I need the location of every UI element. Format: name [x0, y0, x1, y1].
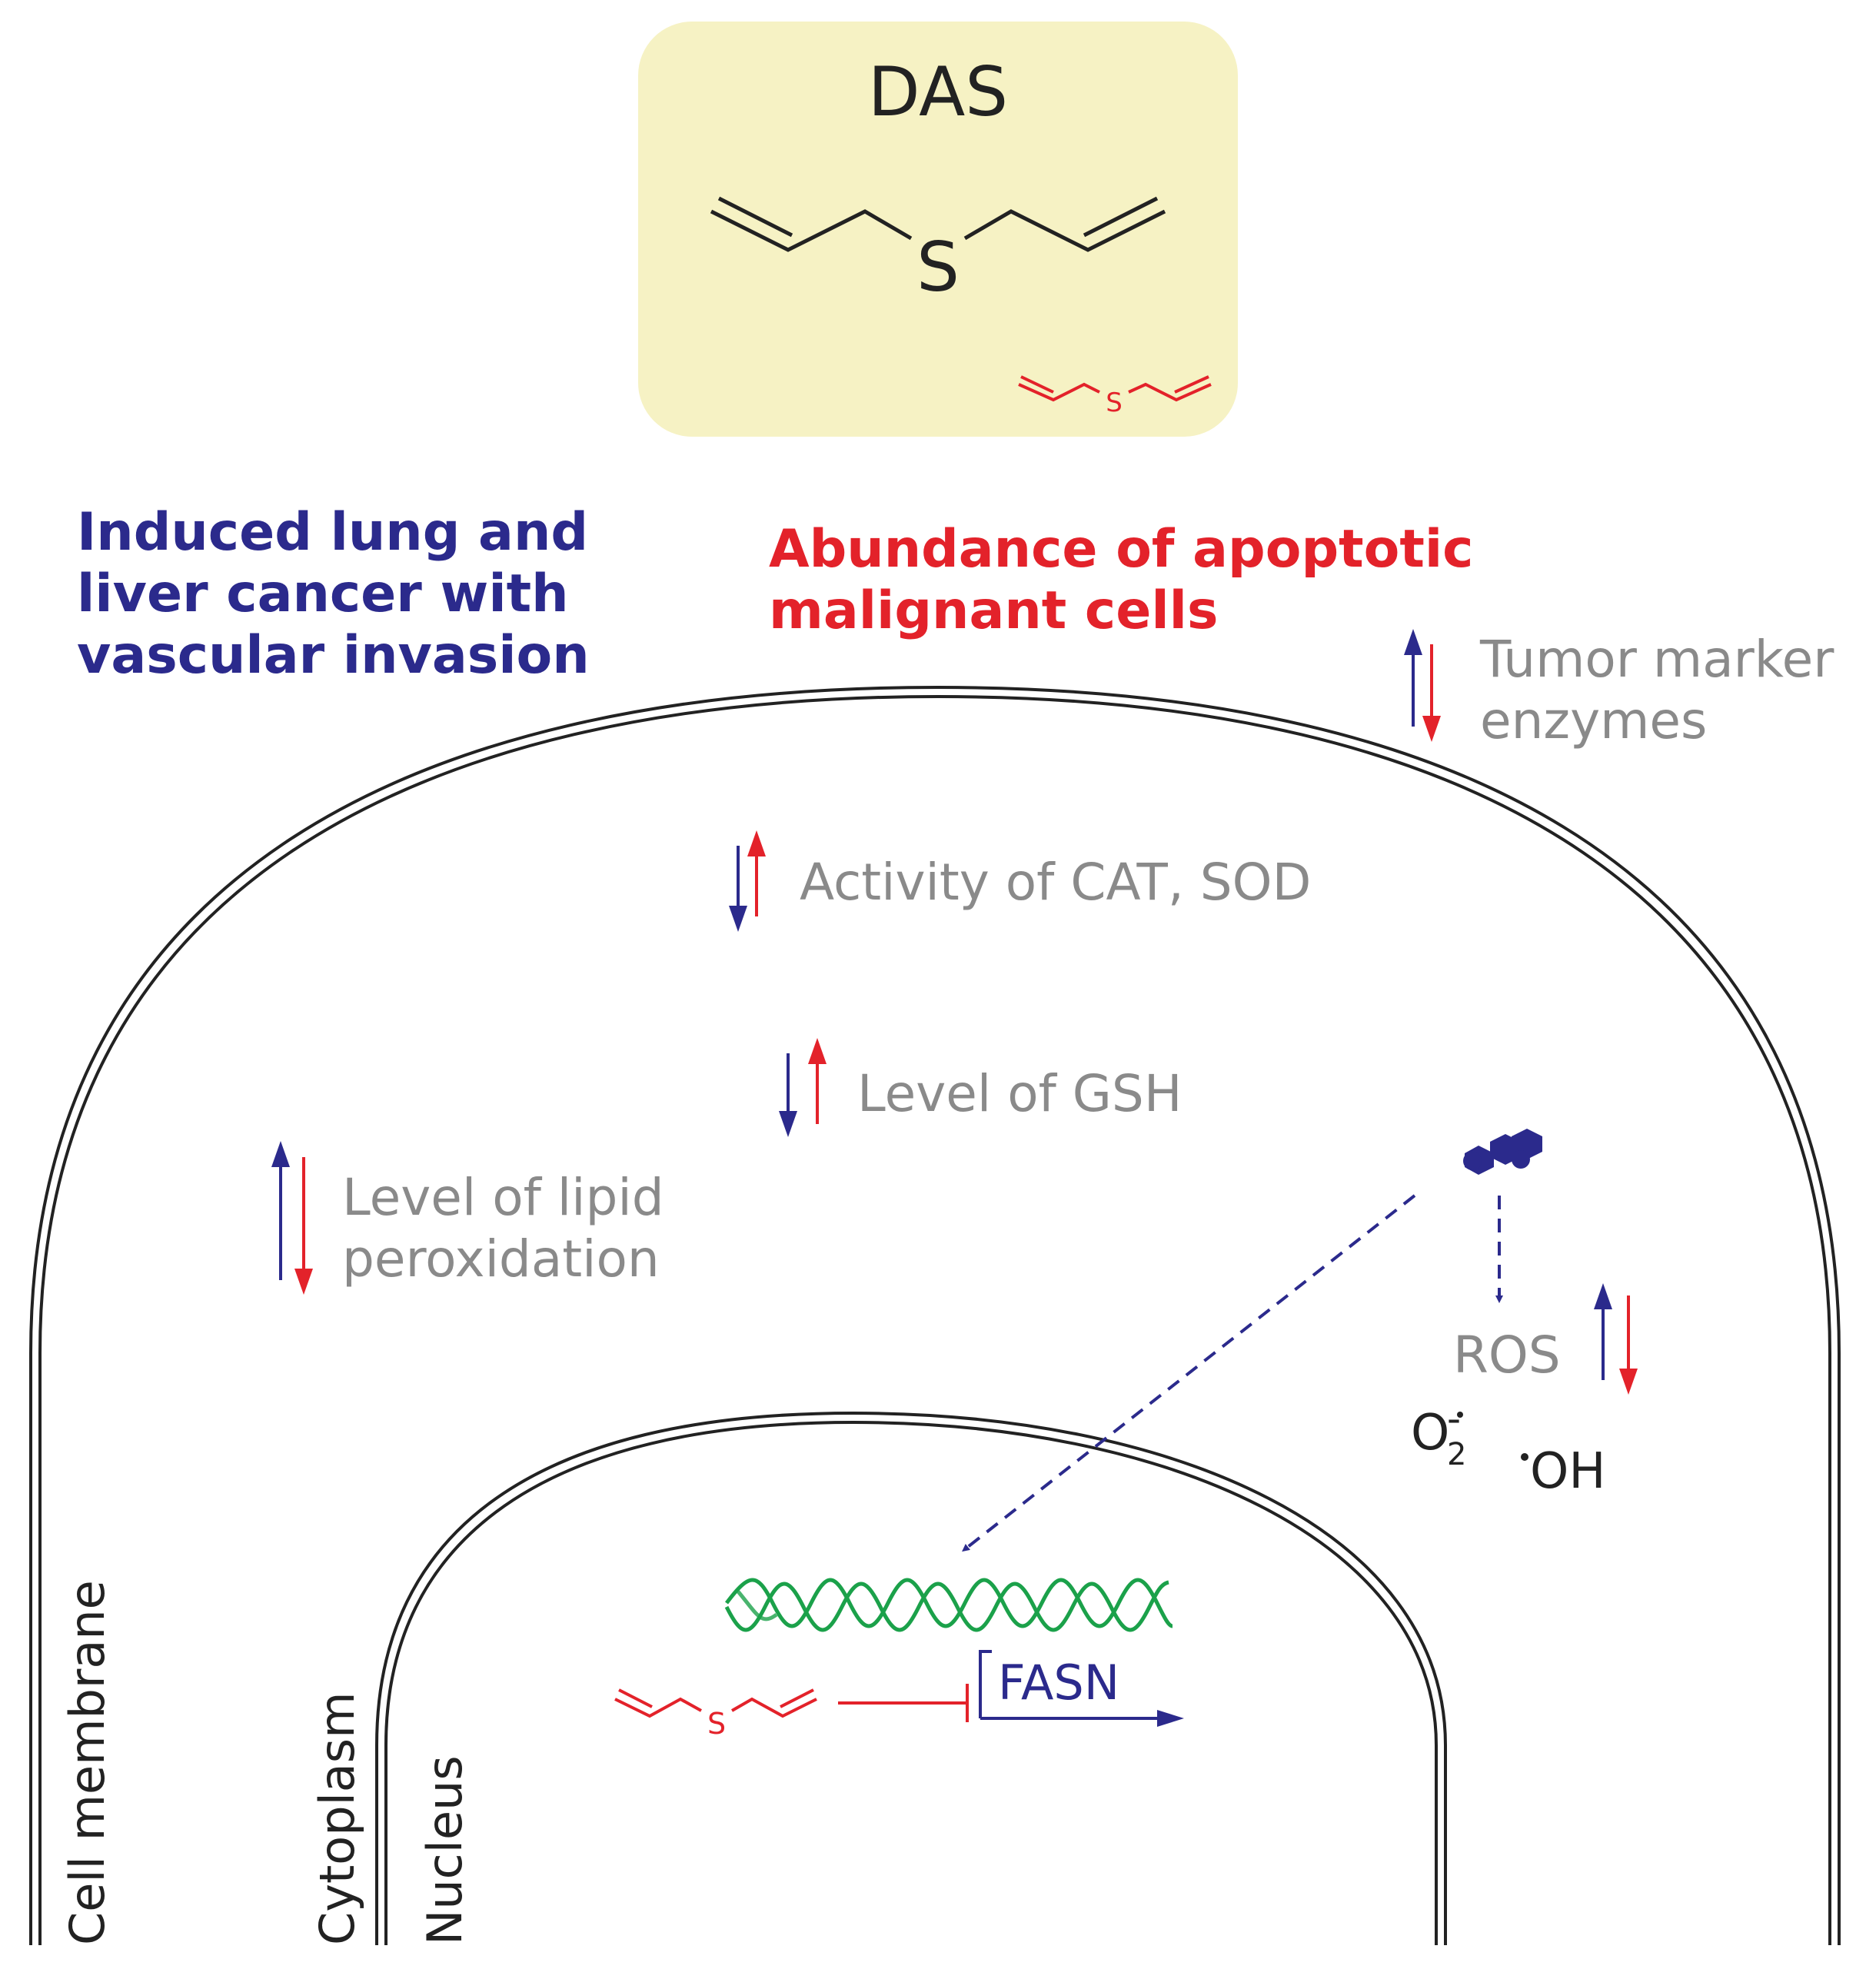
heading-left-line3: vascular invasion — [77, 625, 590, 686]
das-nuclear-sulfur: S — [707, 1707, 726, 1741]
das-title: DAS — [868, 52, 1008, 131]
fasn-promoter — [979, 1650, 1184, 1727]
das-small-sulfur-atom: S — [1106, 387, 1123, 418]
das-skeletal-formula — [710, 196, 1166, 252]
heading-right: Abundance of apoptotic malignant cells — [769, 519, 1492, 641]
tumor-marker-label: Tumor marker enzymes — [1479, 630, 1850, 750]
superoxide-radical: O 2 - — [1411, 1396, 1466, 1472]
fasn-label: FASN — [998, 1655, 1119, 1711]
tumor-marker-arrows — [1404, 629, 1441, 742]
superoxide-charge: - — [1447, 1396, 1461, 1441]
hydroxyl-dot — [1521, 1453, 1528, 1461]
heading-right-line2: malignant cells — [769, 580, 1218, 641]
cell-membrane-label: Cell membrane — [59, 1580, 115, 1945]
das-structure-box: DAS S S — [638, 22, 1238, 437]
cell-membrane — [29, 685, 1841, 1945]
nucleus-label: Nucleus — [417, 1755, 473, 1945]
nuclear-membrane — [375, 1411, 1447, 1945]
superoxide-o: O — [1411, 1405, 1449, 1462]
hydroxyl-label: OH — [1530, 1443, 1606, 1500]
hydroxyl-radical: OH — [1521, 1443, 1606, 1500]
dashed-arrow-to-dna — [962, 1194, 1416, 1552]
heading-left-line2: liver cancer with — [77, 564, 569, 624]
ros-arrows — [1594, 1283, 1638, 1395]
superoxide-subscript: 2 — [1447, 1437, 1466, 1472]
gsh-arrows — [779, 1038, 827, 1137]
heading-left-line1: Induced lung and — [77, 502, 588, 563]
tumor-marker-line2: enzymes — [1480, 691, 1707, 750]
das-sulfur-atom: S — [916, 228, 960, 307]
gsh-label: Level of GSH — [857, 1064, 1182, 1123]
cat-sod-label: Activity of CAT, SOD — [800, 853, 1311, 912]
dna-helix — [724, 1578, 1173, 1632]
heading-left: Induced lung and liver cancer with vascu… — [77, 502, 607, 686]
cytoplasm-label: Cytoplasm — [309, 1692, 365, 1946]
lipid-line1: Level of lipid — [342, 1168, 664, 1227]
lipid-peroxidation-label: Level of lipid peroxidation — [342, 1168, 680, 1289]
heading-right-line1: Abundance of apoptotic — [769, 519, 1473, 580]
inhibition-arrow — [838, 1684, 969, 1722]
das-small-red-formula — [1018, 375, 1212, 402]
lipid-line2: peroxidation — [342, 1229, 660, 1289]
lipid-peroxidation-arrows — [271, 1141, 313, 1295]
cat-sod-arrows — [729, 830, 766, 932]
das-nuclear-formula — [614, 1688, 817, 1718]
tumor-marker-line1: Tumor marker — [1479, 630, 1834, 689]
das-metabolite-icon — [1463, 1129, 1542, 1175]
ros-label: ROS — [1453, 1325, 1561, 1385]
superoxide-dot — [1457, 1412, 1463, 1418]
